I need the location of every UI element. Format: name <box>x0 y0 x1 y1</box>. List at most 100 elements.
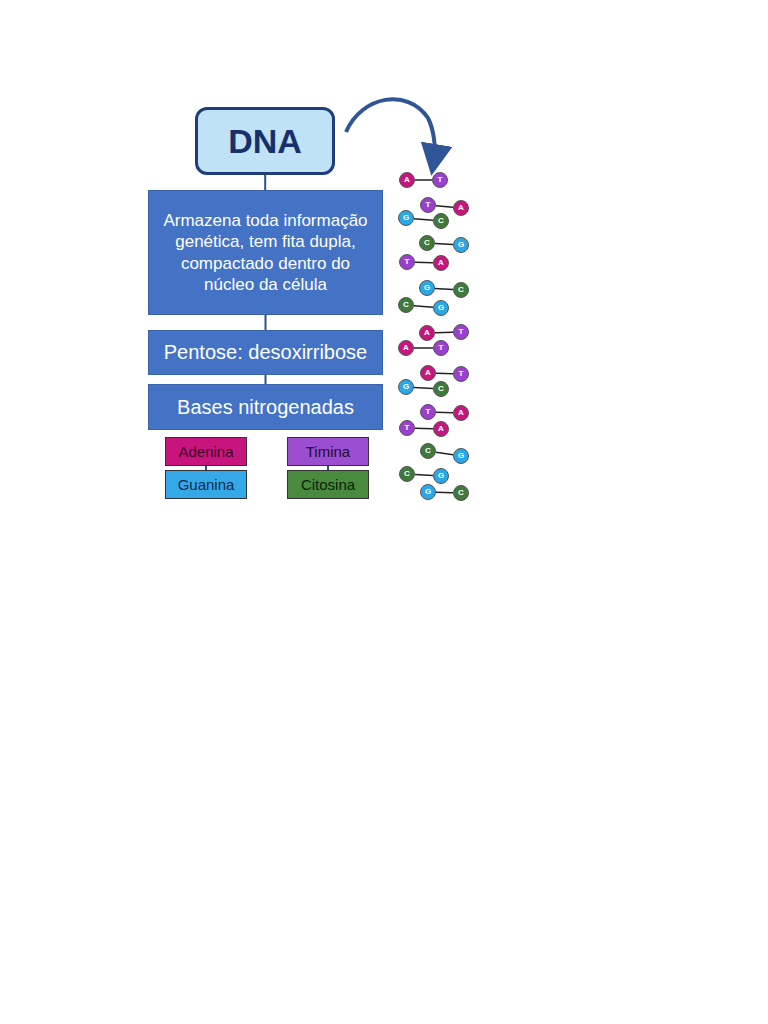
base-pair-bond <box>414 219 433 221</box>
node-text: T <box>439 344 444 352</box>
connector-line <box>265 375 267 384</box>
node-text: G <box>458 241 464 249</box>
base-pair-bond <box>436 372 453 374</box>
base-circle: A <box>433 421 449 437</box>
base-circle: T <box>433 340 449 356</box>
base-circle: T <box>399 254 415 270</box>
base-circle: A <box>399 172 415 188</box>
base-circle: G <box>433 300 449 316</box>
node-text: G <box>424 284 430 292</box>
base-circle: C <box>399 466 415 482</box>
node-text: T <box>405 258 410 266</box>
base-pair-bond <box>415 261 433 263</box>
node-text: C <box>438 217 444 225</box>
base-box: Timina <box>287 437 369 466</box>
base-circle: C <box>420 443 436 459</box>
node-text: Adenina <box>178 443 233 460</box>
base-circle: A <box>398 340 414 356</box>
node-text: G <box>458 452 464 460</box>
node-text: T <box>405 424 410 432</box>
node-text: G <box>425 488 431 496</box>
base-circle: G <box>420 484 436 500</box>
node-text: Pentose: desoxirribose <box>164 341 367 364</box>
node-text: Citosina <box>301 476 355 493</box>
base-circle: C <box>433 381 449 397</box>
node-text: C <box>424 239 430 247</box>
base-circle: C <box>419 235 435 251</box>
base-circle: C <box>433 213 449 229</box>
node-text: C <box>438 385 444 393</box>
node-text: C <box>404 470 410 478</box>
base-pair-bond <box>435 243 453 244</box>
base-pair-bond <box>436 491 453 493</box>
node-text: DNA <box>228 122 302 161</box>
base-pair-bond <box>414 347 433 349</box>
sugar-band: Pentose: desoxirribose <box>148 330 383 375</box>
base-circle: G <box>453 448 469 464</box>
node-text: T <box>426 408 431 416</box>
base-pair-bond <box>435 288 453 289</box>
description-box: Armazena toda informação genética, tem f… <box>148 190 383 315</box>
base-box: Adenina <box>165 437 247 466</box>
base-circle: G <box>453 237 469 253</box>
connector-line <box>264 175 266 190</box>
base-circle: A <box>420 365 436 381</box>
base-pair-bond <box>414 306 433 308</box>
base-circle: C <box>398 297 414 313</box>
node-text: T <box>426 201 431 209</box>
node-text: G <box>403 214 409 222</box>
base-circle: T <box>399 420 415 436</box>
node-text: A <box>438 259 444 267</box>
base-circle: T <box>420 404 436 420</box>
node-text: A <box>404 176 410 184</box>
node-text: A <box>425 369 431 377</box>
base-circle: G <box>398 210 414 226</box>
node-text: A <box>458 204 464 212</box>
base-pair-bond <box>414 387 433 388</box>
node-text: T <box>459 370 464 378</box>
base-circle: A <box>453 200 469 216</box>
node-text: Armazena toda informação genética, tem f… <box>157 210 374 295</box>
node-text: G <box>438 304 444 312</box>
base-circle: A <box>419 325 435 341</box>
node-text: A <box>403 344 409 352</box>
base-box: Citosina <box>287 470 369 499</box>
base-pair-bond <box>415 179 432 181</box>
base-pair-bond <box>415 474 433 475</box>
node-text: G <box>403 383 409 391</box>
base-circle: G <box>433 468 449 484</box>
title-box: DNA <box>195 107 335 175</box>
node-text: A <box>424 329 430 337</box>
base-circle: T <box>420 197 436 213</box>
base-pair-bond <box>436 452 453 455</box>
base-box: Guanina <box>165 470 247 499</box>
base-pair-bond <box>435 331 453 333</box>
node-text: Bases nitrogenadas <box>177 396 354 419</box>
base-circle: G <box>419 280 435 296</box>
connector-line <box>265 315 267 330</box>
node-text: C <box>425 447 431 455</box>
base-circle: T <box>432 172 448 188</box>
base-circle: G <box>398 379 414 395</box>
node-text: T <box>459 328 464 336</box>
node-text: C <box>458 489 464 497</box>
node-text: G <box>438 472 444 480</box>
curved-arrow <box>346 99 435 160</box>
base-pair-bond <box>436 411 453 413</box>
node-text: A <box>458 409 464 417</box>
base-circle: C <box>453 282 469 298</box>
node-text: T <box>438 176 443 184</box>
node-text: Guanina <box>178 476 235 493</box>
bases-band: Bases nitrogenadas <box>148 384 383 430</box>
node-text: Timina <box>306 443 350 460</box>
base-circle: C <box>453 485 469 501</box>
node-text: C <box>403 301 409 309</box>
base-circle: T <box>453 366 469 382</box>
base-circle: A <box>433 255 449 271</box>
node-text: A <box>438 425 444 433</box>
base-pair-bond <box>436 206 453 208</box>
base-pair-bond <box>415 427 433 429</box>
